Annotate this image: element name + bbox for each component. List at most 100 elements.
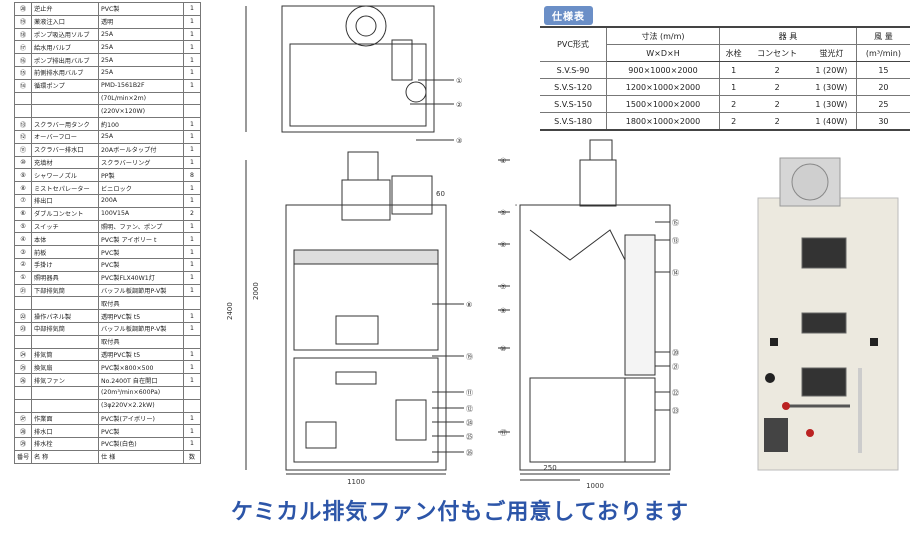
parts-cell-no	[14, 104, 32, 119]
parts-cell-name	[31, 385, 99, 400]
spec-title: 仕様表	[544, 6, 593, 25]
spec-cell-dim: 1200×1000×2000	[606, 78, 720, 96]
top-view-outline	[281, 5, 435, 133]
header-model: PVC形式	[540, 26, 607, 62]
dim-60: 60	[436, 190, 445, 198]
parts-row: 取付具	[14, 334, 201, 349]
parts-cell-name: 排気筒	[31, 347, 99, 362]
header-air: 風 量	[855, 26, 910, 45]
parts-cell-no: ⑧	[14, 181, 32, 195]
parts-cell-material: PMD-1561B2F	[98, 78, 184, 93]
parts-cell-name: 換気扇	[31, 360, 99, 375]
parts-cell-name: ポンプ排出用バルブ	[31, 53, 99, 67]
parts-cell-no: ⑭	[14, 78, 32, 93]
parts-cell-material: 25A	[98, 27, 184, 42]
spec-cell-faucet: 1	[719, 61, 748, 79]
parts-cell-name	[31, 296, 99, 311]
dim-top-w: 1100	[347, 478, 365, 486]
parts-footer-name: 名 称	[31, 449, 99, 465]
spec-cell-faucet: 2	[719, 112, 748, 131]
parts-cell-name: 充填材	[31, 155, 99, 170]
front-duct	[391, 175, 433, 215]
parts-cell-no	[14, 398, 32, 413]
top-fan	[345, 5, 387, 47]
spec-cell-air: 20	[855, 78, 910, 96]
parts-cell-name: 前側排水用バルブ	[31, 65, 99, 80]
callout-label: ⑳	[672, 349, 679, 357]
parts-cell-name: 排水栓	[31, 437, 99, 451]
parts-cell-name: 逆止弁	[31, 2, 99, 16]
spec-cell-light: 1 (40W)	[806, 112, 857, 131]
callout-label: ⑪	[466, 389, 473, 397]
dim-total-h: 2400	[226, 302, 234, 320]
parts-cell-qty: 1	[183, 283, 201, 298]
spec-table: PVC形式 寸法 (m/m) 器 具 風 量 W×D×H 水栓 コンセント 蛍光…	[540, 26, 910, 131]
parts-cell-name: オーバーフロー	[31, 129, 99, 144]
parts-cell-no: ㉒	[14, 309, 32, 323]
parts-cell-name: 照明器具	[31, 270, 99, 285]
spec-cell-model: S.V.S-180	[540, 112, 607, 131]
parts-cell-name: 本体	[31, 232, 99, 247]
side-fan	[579, 159, 617, 207]
caption: ケミカル排気ファン付もご用意しております	[230, 500, 690, 525]
callout-label: ㉕	[466, 433, 473, 441]
callout-label: ⑦	[500, 283, 506, 291]
parts-cell-no: ⑥	[14, 206, 32, 221]
callout-label: ⑩	[500, 345, 506, 353]
parts-cell-name: 下部排気筒	[31, 283, 99, 298]
parts-cell-name	[31, 334, 99, 349]
spec-cell-outlet: 2	[747, 61, 807, 79]
spec-cell-outlet: 2	[747, 112, 807, 131]
front-window	[335, 315, 379, 345]
parts-footer-no: 番号	[14, 449, 32, 465]
parts-cell-material: バッフル板調節用P-V製	[98, 283, 184, 298]
parts-cell-no: ⑫	[14, 129, 32, 144]
parts-cell-name: シャワーノズル	[31, 168, 99, 183]
parts-cell-material: 200A	[98, 193, 184, 208]
parts-cell-no: ⑨	[14, 168, 32, 183]
front-fan-motor	[347, 151, 379, 181]
parts-row: (3φ220V×2.2kW)	[14, 398, 201, 413]
callout-label: ⑫	[466, 405, 473, 413]
callout-label: ㉓	[672, 407, 679, 415]
dim-side-w: 1000	[586, 482, 604, 490]
parts-cell-qty: 1	[183, 78, 201, 93]
product-photo	[757, 157, 899, 471]
parts-cell-name: ダブルコンセント	[31, 206, 99, 221]
spec-cell-outlet: 2	[747, 95, 807, 113]
front-lower-cabinet	[293, 357, 439, 463]
parts-cell-material: 25A	[98, 40, 184, 55]
callout-label: ④	[500, 157, 506, 165]
parts-cell-name: 循環ポンプ	[31, 78, 99, 93]
spec-cell-dim: 1800×1000×2000	[606, 112, 720, 131]
parts-cell-no: ㉔	[14, 347, 32, 362]
spec-cell-dim: 900×1000×2000	[606, 61, 720, 79]
parts-cell-no	[14, 91, 32, 106]
parts-cell-no: ㉘	[14, 424, 32, 439]
parts-cell-material: (70L/min×2m)	[98, 91, 184, 106]
parts-cell-material: ビニロック	[98, 181, 184, 195]
spec-cell-air: 15	[855, 61, 910, 79]
front-view-body	[285, 204, 447, 471]
spec-cell-air: 30	[855, 112, 910, 131]
parts-cell-material: 25A	[98, 129, 184, 144]
parts-footer-qty: 数	[183, 449, 201, 465]
parts-cell-name: ミストセパレーター	[31, 181, 99, 195]
parts-cell-name	[31, 91, 99, 106]
spec-cell-light: 1 (30W)	[806, 78, 857, 96]
callout-label: ㉖	[466, 449, 473, 457]
parts-cell-material: PVC製(アイボリー)	[98, 411, 184, 426]
spec-cell-light: 1 (20W)	[806, 61, 857, 79]
parts-cell-name: スクラバー用タンク	[31, 117, 99, 131]
spec-cell-faucet: 2	[719, 95, 748, 113]
